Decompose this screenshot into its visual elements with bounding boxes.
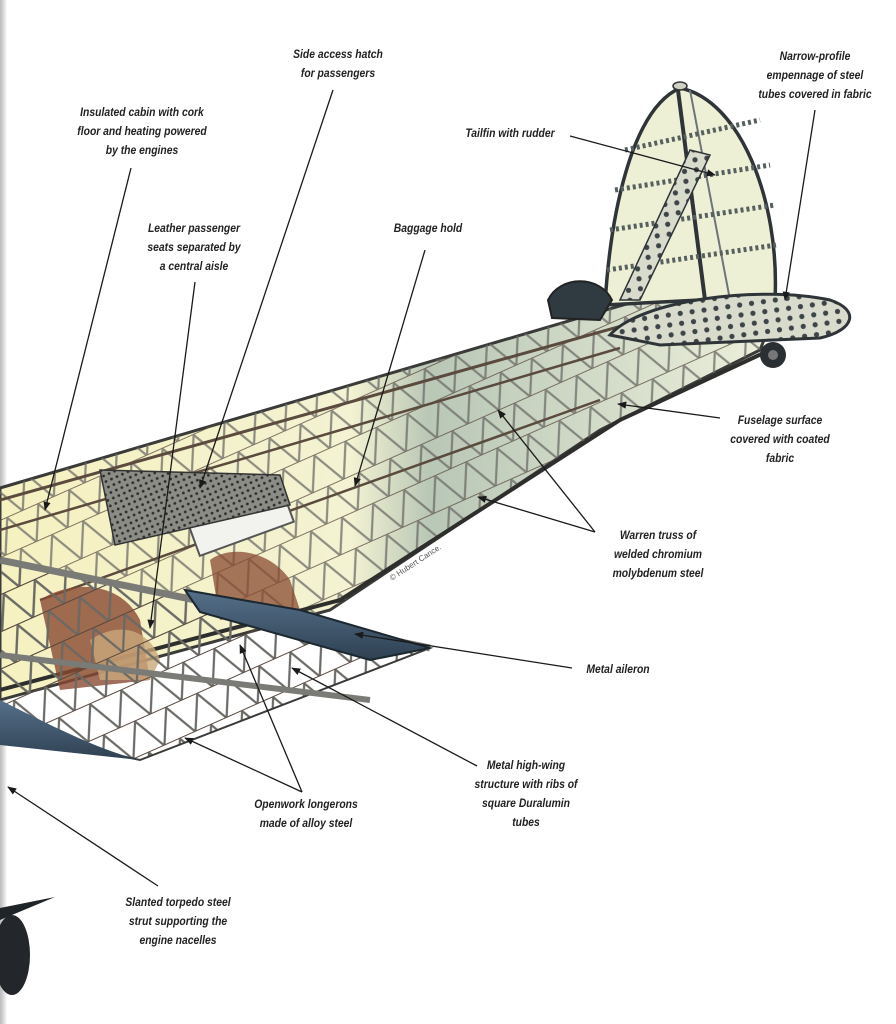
callout-slanted-strut: Slanted torpedo steel strut supporting t…: [125, 897, 231, 947]
callout-metal-high-wing: Metal high-wing structure with ribs of s…: [474, 760, 578, 829]
callout-tailfin-rudder: Tailfin with rudder: [465, 128, 555, 140]
leader-leather-seats: [147, 281, 196, 629]
leader-lines: [7, 89, 816, 887]
horizontal-stabilizer: [546, 280, 852, 368]
callout-openwork-longerons: Openwork longerons made of alloy steel: [254, 799, 358, 830]
leader-openwork-longerons-b: [184, 737, 303, 793]
tailfin: [603, 81, 778, 307]
callout-metal-aileron: Metal aileron: [586, 664, 650, 676]
leader-baggage-hold: [353, 249, 426, 487]
callout-fuselage-surface: Fuselage surface covered with coated fab…: [730, 415, 830, 465]
callout-leather-seats: Leather passenger seats separated by a c…: [147, 223, 241, 273]
leader-narrow-empennage: [782, 109, 816, 301]
callout-narrow-empennage: Narrow-profile empennage of steel tubes …: [758, 51, 872, 101]
leader-warren-truss-b: [477, 495, 596, 533]
leader-tailfin-rudder: [569, 135, 716, 177]
callout-baggage-hold: Baggage hold: [393, 223, 463, 235]
leader-warren-truss-a: [497, 409, 596, 533]
leader-insulated-cabin: [43, 167, 132, 511]
leader-openwork-longerons-a: [239, 644, 303, 793]
leader-metal-aileron: [354, 631, 573, 669]
callout-insulated-cabin: Insulated cabin with cork floor and heat…: [77, 107, 207, 157]
callout-side-access-hatch: Side access hatch for passengers: [293, 49, 383, 80]
leader-fuselage-surface: [617, 401, 721, 419]
leader-slanted-strut: [7, 786, 159, 887]
leader-side-access-hatch: [199, 89, 334, 489]
callout-warren-truss: Warren truss of welded chromium molybden…: [612, 530, 704, 580]
leader-metal-high-wing: [291, 667, 478, 767]
